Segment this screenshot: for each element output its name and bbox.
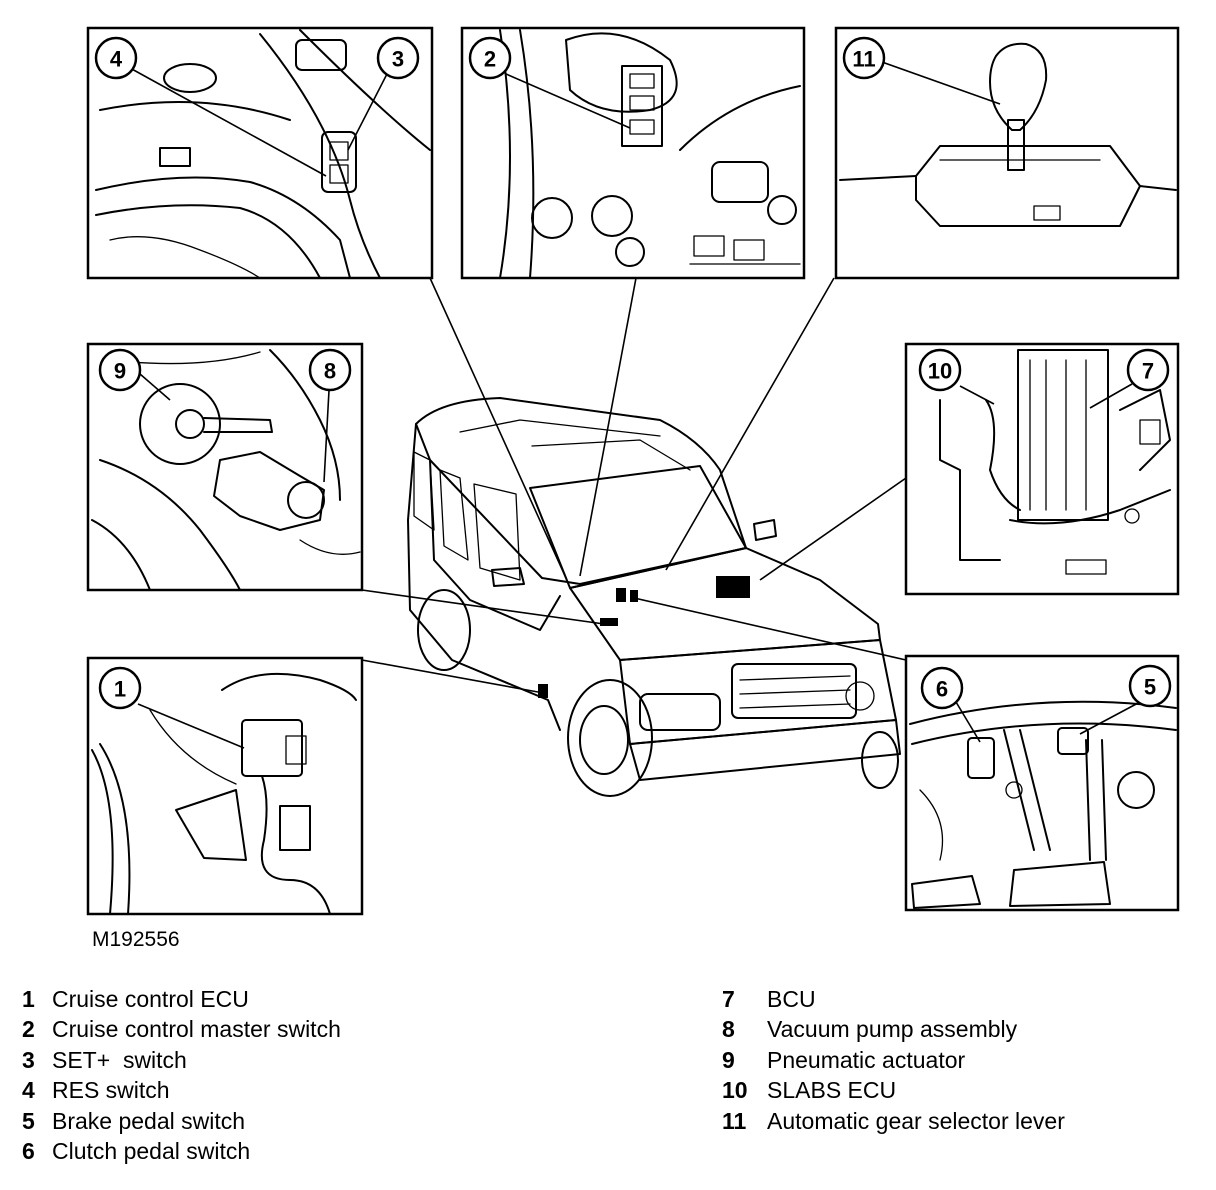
leader-lines (361, 277, 907, 693)
callout-11-text: 11 (852, 47, 875, 72)
legend-label: BCU (767, 986, 816, 1012)
legend-left-column: 1 Cruise control ECU 2 Cruise control ma… (22, 984, 341, 1166)
panel-steering-wheel-switches (86, 26, 434, 280)
legend-label: SET+ switch (52, 1046, 187, 1073)
legend-item: 3 SET+ switch (22, 1045, 341, 1075)
legend-item: 1 Cruise control ECU (22, 984, 341, 1014)
legend-number: 11 (722, 1107, 747, 1134)
figure-id: M192556 (92, 928, 180, 951)
legend-item: 11 Automatic gear selector lever (722, 1106, 1065, 1136)
callout-3: 3 (376, 36, 420, 80)
legend-label: RES switch (52, 1077, 170, 1104)
callout-2: 2 (468, 36, 512, 80)
legend-number: 5 (22, 1107, 35, 1134)
legend-item: 2 Cruise control master switch (22, 1014, 341, 1044)
legend-item: 9 Pneumatic actuator (722, 1045, 1065, 1075)
callout-10-text: 10 (928, 359, 952, 384)
legend-number: 10 (722, 1077, 748, 1104)
legend-item: 10 SLABS ECU (722, 1075, 1065, 1105)
legend-number: 1 (22, 986, 35, 1012)
legend-label: Vacuum pump assembly (767, 1016, 1018, 1043)
component-location-diagram: 4 3 2 11 9 8 10 7 1 6 5 (86, 26, 1180, 916)
legend-number: 8 (722, 1016, 735, 1043)
callout-4-text: 4 (110, 47, 123, 72)
callout-4: 4 (94, 36, 138, 80)
legend-label: Brake pedal switch (52, 1107, 246, 1134)
legend-item: 4 RES switch (22, 1075, 341, 1105)
legend-label: SLABS ECU (767, 1077, 897, 1104)
legend-item: 6 Clutch pedal switch (22, 1136, 341, 1166)
legend-number: 3 (22, 1046, 35, 1073)
legend-item: 7 BCU (722, 984, 1065, 1014)
vehicle-illustration (407, 397, 901, 797)
legend-number: 6 (22, 1138, 35, 1165)
legend-number: 2 (22, 1016, 35, 1043)
legend-number: 9 (722, 1046, 735, 1073)
legend-label: Automatic gear selector lever (767, 1107, 1065, 1134)
legend-item: 8 Vacuum pump assembly (722, 1014, 1065, 1044)
legend-label: Pneumatic actuator (767, 1046, 966, 1073)
legend-label: Cruise control ECU (52, 986, 249, 1012)
callout-6: 6 (920, 666, 964, 710)
callout-5-text: 5 (1144, 675, 1156, 700)
legend-label: Clutch pedal switch (52, 1138, 251, 1165)
callout-9-text: 9 (114, 359, 126, 384)
callout-9: 9 (98, 348, 142, 392)
legend-right-column: 7 BCU 8 Vacuum pump assembly 9 Pneumatic… (722, 984, 1065, 1136)
legend-label: Cruise control master switch (52, 1016, 341, 1043)
callout-5: 5 (1128, 664, 1172, 708)
legend-number: 4 (22, 1077, 35, 1104)
callout-8: 8 (308, 348, 352, 392)
callout-1: 1 (98, 666, 142, 710)
callout-3-text: 3 (392, 47, 404, 72)
panel-dashboard-master-switch (460, 26, 806, 280)
callout-6-text: 6 (936, 677, 948, 702)
callout-1-text: 1 (114, 677, 126, 702)
legend-item: 5 Brake pedal switch (22, 1106, 341, 1136)
callout-7: 7 (1126, 348, 1170, 392)
callout-8-text: 8 (324, 359, 336, 384)
callout-11: 11 (842, 36, 886, 80)
legend-number: 7 (722, 986, 735, 1012)
callout-2-text: 2 (484, 47, 496, 72)
callout-10: 10 (918, 348, 962, 392)
callout-7-text: 7 (1142, 359, 1154, 384)
panel-gear-selector (834, 26, 1180, 280)
